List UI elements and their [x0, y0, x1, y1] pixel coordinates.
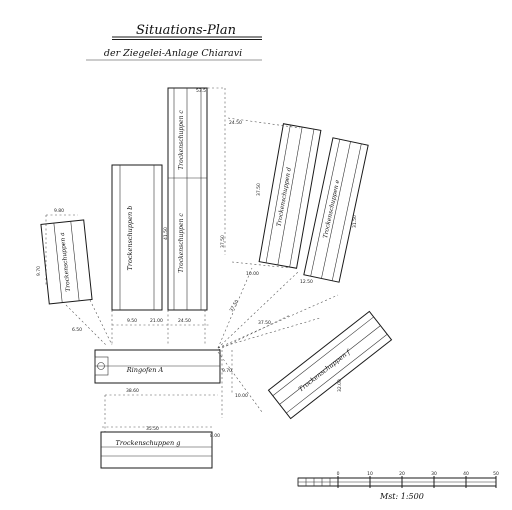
scale-tick-label: 30: [431, 471, 437, 477]
dimension-label: 31.50: [352, 215, 358, 228]
dimension-label: 10.00: [246, 271, 259, 277]
building-label-ringofen: Ringofen A: [126, 366, 164, 374]
building-label-g: Trockenschuppen g: [116, 439, 181, 447]
scale-tick-label: 50: [493, 471, 499, 477]
dimension-label: 37.50: [258, 320, 271, 326]
building-label-c-lower: Trockenschuppen c: [178, 213, 185, 273]
dimension-label: 6.50: [72, 327, 82, 333]
building-trockenschuppen-b: Trockenschuppen b: [111, 164, 163, 311]
dimension-label: 21.00: [150, 318, 163, 324]
scale-label: Mst: 1:500: [379, 492, 424, 501]
dimension-label: 37.50: [256, 183, 262, 196]
dimension-labels: 53.5 24.50 9.80 41.50 37.50 9.50 21.00 2…: [36, 88, 358, 439]
dimension-label: 37.50: [229, 299, 241, 313]
building-label-c: Trockenschuppen c: [178, 110, 185, 170]
building-trockenschuppen-d: Trockenschuppen d: [258, 123, 322, 269]
dimension-label: 12.50: [300, 279, 313, 285]
building-trockenschuppen-c: Trockenschuppen c Trockenschuppen c: [167, 87, 208, 311]
scale-tick-label: 10: [367, 471, 373, 477]
dimension-label: 41.50: [163, 227, 169, 240]
scale-bar: 0 10 20 30 40 50 Mst: 1:500: [297, 471, 499, 501]
dimension-label: 37.50: [220, 235, 226, 248]
dimension-label: 10.00: [235, 393, 248, 399]
building-label-a: Trockenschuppen a: [59, 232, 72, 292]
dimension-label: 38.60: [126, 388, 139, 394]
dimension-lines: [45, 87, 339, 432]
dimension-label: 24.50: [229, 120, 242, 126]
dimension-label: 35.50: [146, 426, 159, 432]
scale-tick-label: 20: [399, 471, 405, 477]
dimension-label: 8.00: [210, 433, 220, 439]
scale-major-ticks: [337, 476, 497, 488]
dimension-label: 9.70: [222, 368, 232, 374]
building-label-b: Trockenschuppen b: [126, 206, 134, 271]
building-trockenschuppen-a: Trockenschuppen a: [40, 219, 93, 305]
scale-tick-label: 0: [337, 471, 340, 477]
dimension-label: 32.00: [337, 379, 343, 392]
plan-title: Situations-Plan: [136, 23, 236, 38]
scale-tick-label: 40: [463, 471, 469, 477]
dimension-label: 9.50: [127, 318, 137, 324]
dimension-label: 9.70: [36, 266, 42, 276]
building-trockenschuppen-f: Trockenschuppen f: [267, 310, 393, 420]
plan-subtitle: der Ziegelei-Anlage Chiaravi: [104, 48, 242, 59]
building-trockenschuppen-e: Trockenschuppen e: [303, 137, 369, 283]
dimension-label: 53.5: [196, 88, 206, 94]
dimension-label: 24.50: [178, 318, 191, 324]
building-ringofen: Ringofen A: [94, 349, 221, 384]
building-label-d: Trockenschuppen d: [276, 167, 293, 227]
dimension-label: 9.80: [54, 208, 64, 214]
building-trockenschuppen-g: Trockenschuppen g: [100, 431, 213, 469]
